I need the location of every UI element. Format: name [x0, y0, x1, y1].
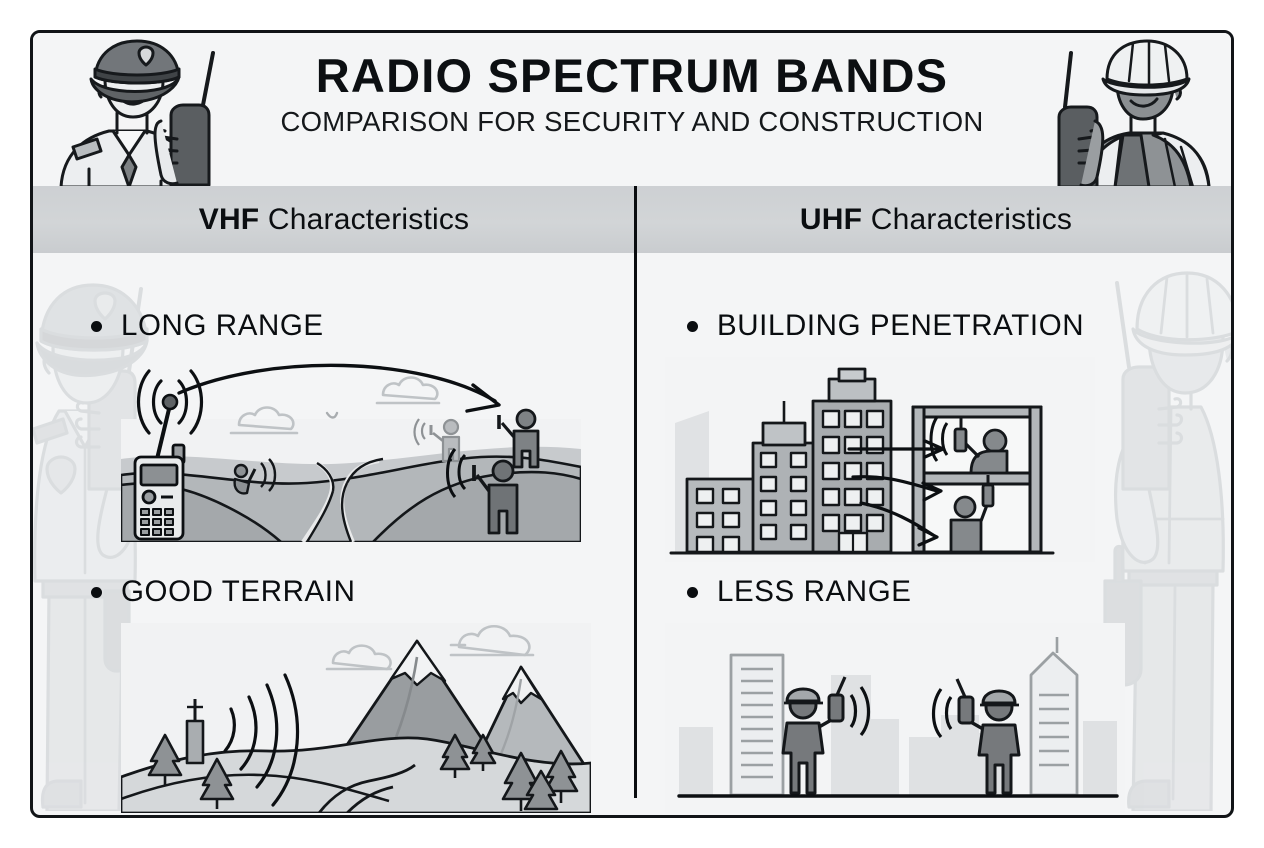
feature-building-penetration: BUILDING PENETRATION: [637, 309, 1231, 562]
feature-long-range: LONG RANGE: [33, 309, 633, 542]
security-officer-with-radio-icon: [43, 35, 233, 187]
feature-label-building-penetration: BUILDING PENETRATION: [717, 309, 1085, 342]
bullet-dot-icon: [687, 586, 698, 598]
header: RADIO SPECTRUM BANDS COMPARISON FOR SECU…: [33, 33, 1231, 187]
band-cell-uhf: UHF Characteristics: [635, 186, 1231, 253]
infographic-panel: RADIO SPECTRUM BANDS COMPARISON FOR SECU…: [30, 30, 1234, 818]
bullet-dot-icon: [687, 320, 698, 332]
bullet-row-good-terrain: GOOD TERRAIN: [33, 575, 633, 609]
illustration-less-range: [637, 623, 1231, 813]
illustration-good-terrain: [33, 623, 633, 813]
bullet-row-building-penetration: BUILDING PENETRATION: [637, 309, 1231, 343]
feature-less-range: LESS RANGE: [637, 575, 1231, 813]
page-title: RADIO SPECTRUM BANDS: [315, 49, 949, 102]
vhf-band-title: VHF Characteristics: [199, 203, 470, 237]
feature-label-less-range: LESS RANGE: [717, 575, 912, 608]
page-subtitle: COMPARISON FOR SECURITY AND CONSTRUCTION: [280, 105, 984, 137]
feature-label-long-range: LONG RANGE: [121, 309, 324, 342]
construction-worker-with-radio-icon: [1045, 35, 1225, 187]
uhf-band-title-rest: Characteristics: [862, 202, 1073, 236]
feature-label-good-terrain: GOOD TERRAIN: [121, 575, 356, 608]
feature-good-terrain: GOOD TERRAIN: [33, 575, 633, 813]
bullet-dot-icon: [91, 586, 102, 598]
band-cell-vhf: VHF Characteristics: [33, 186, 635, 253]
uhf-band-title-bold: UHF: [799, 202, 863, 236]
vhf-band-title-rest: Characteristics: [259, 202, 470, 236]
column-divider: [634, 186, 637, 798]
bullet-row-long-range: LONG RANGE: [33, 309, 633, 343]
column-header-band: VHF Characteristics UHF Characteristics: [33, 186, 1231, 253]
title-block: RADIO SPECTRUM BANDS COMPARISON FOR SECU…: [33, 51, 1231, 138]
illustration-building-penetration: [637, 357, 1231, 562]
uhf-band-title: UHF Characteristics: [800, 203, 1072, 237]
column-vhf: LONG RANGE: [33, 253, 633, 815]
bullet-row-less-range: LESS RANGE: [637, 575, 1231, 609]
bullet-dot-icon: [91, 320, 102, 332]
column-uhf: BUILDING PENETRATION: [637, 253, 1231, 815]
illustration-long-range: [33, 357, 633, 542]
vhf-band-title-bold: VHF: [198, 202, 260, 236]
